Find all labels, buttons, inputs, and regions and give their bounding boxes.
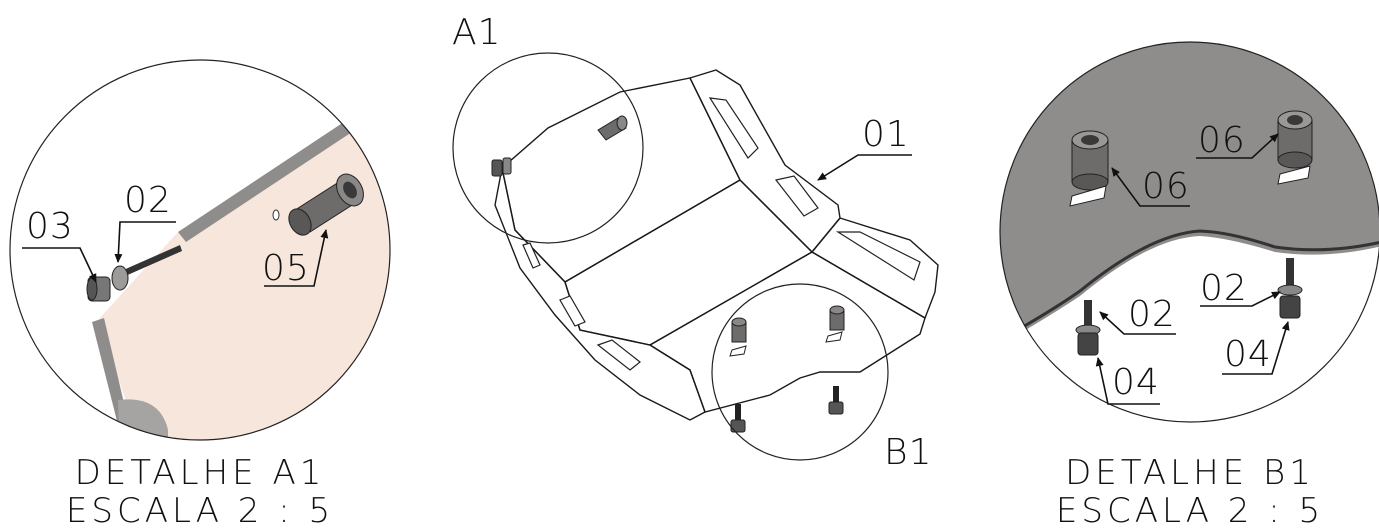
balloon-02-b-right-label: 02 bbox=[1200, 268, 1248, 309]
main-bushing-b1-left bbox=[729, 317, 747, 357]
main-bushing-b1-right bbox=[825, 305, 845, 343]
detail-a1-title: DETALHE A1 bbox=[75, 453, 326, 493]
balloon-04-right: 04 bbox=[1222, 321, 1290, 375]
detail-b1-view: 06 06 02 02 04 04 DETALHE B1 ESCALA 2 : … bbox=[999, 41, 1379, 530]
detail-a1-view: 03 02 05 DETALHE A1 ESCALA 2 : 5 bbox=[9, 59, 391, 530]
detail-b1-scale: ESCALA 2 : 5 bbox=[1056, 491, 1324, 530]
skid-plate-bottom bbox=[648, 251, 926, 413]
balloon-06-right-label: 06 bbox=[1198, 120, 1246, 161]
balloon-06-left-label: 06 bbox=[1142, 166, 1190, 207]
detail-b1-title: DETALHE B1 bbox=[1065, 453, 1315, 493]
balloon-01: 01 bbox=[817, 114, 912, 181]
skid-plate-left-flange bbox=[494, 167, 706, 421]
plate-edge-top-a bbox=[178, 118, 358, 242]
bushing-06-right bbox=[1277, 110, 1313, 185]
balloon-06-right: 06 bbox=[1196, 120, 1279, 161]
detail-b1-border bbox=[999, 41, 1379, 423]
detail-a1-scale: ESCALA 2 : 5 bbox=[66, 491, 334, 530]
slot-1 bbox=[708, 97, 759, 159]
skid-plate-right-flange-upper bbox=[689, 69, 841, 254]
detail-circle-b1 bbox=[711, 283, 889, 461]
callout-b1-label: B1 bbox=[884, 432, 932, 473]
balloon-05-label: 05 bbox=[262, 248, 310, 289]
main-bolts-b1 bbox=[730, 386, 844, 433]
balloon-04-left: 04 bbox=[1095, 357, 1160, 405]
bolt-stack-left bbox=[1075, 300, 1101, 356]
balloon-02-a: 02 bbox=[114, 180, 176, 263]
slot-6 bbox=[522, 242, 541, 269]
balloon-02-a-label: 02 bbox=[124, 180, 172, 221]
bushing-06-left bbox=[1069, 130, 1109, 207]
balloon-02-b-left: 02 bbox=[1099, 294, 1176, 335]
detail-circle-a1 bbox=[452, 52, 644, 244]
balloon-03-label: 03 bbox=[26, 206, 74, 247]
callout-a1-label: A1 bbox=[452, 12, 502, 53]
balloon-04-left-label: 04 bbox=[1112, 362, 1160, 403]
balloon-04-right-label: 04 bbox=[1224, 334, 1272, 375]
main-bolt-a1 bbox=[491, 157, 512, 177]
balloon-06-left: 06 bbox=[1111, 166, 1190, 207]
slot-4 bbox=[596, 339, 641, 371]
bolt-03-washer-02 bbox=[86, 245, 182, 302]
balloon-01-label: 01 bbox=[862, 114, 910, 155]
skid-plate-center bbox=[564, 179, 814, 346]
skid-plate-right-flange-lower bbox=[810, 217, 939, 320]
balloon-03: 03 bbox=[22, 206, 97, 283]
slot-2 bbox=[774, 175, 819, 217]
plate-flange-a bbox=[92, 318, 128, 425]
main-bushing-a1 bbox=[597, 115, 628, 141]
main-assembly-view: A1 B1 01 bbox=[452, 12, 939, 473]
balloon-02-b-left-label: 02 bbox=[1128, 294, 1176, 335]
plate-edge-b bbox=[1000, 229, 1379, 342]
bolt-stack-right bbox=[1277, 258, 1303, 319]
hole-a bbox=[272, 209, 280, 221]
slot-3 bbox=[835, 231, 921, 281]
slot-5 bbox=[559, 295, 586, 327]
bushing-05 bbox=[288, 173, 364, 236]
detail-a1-border bbox=[9, 59, 391, 441]
balloon-05: 05 bbox=[262, 229, 329, 289]
balloon-02-b-right: 02 bbox=[1200, 268, 1281, 309]
